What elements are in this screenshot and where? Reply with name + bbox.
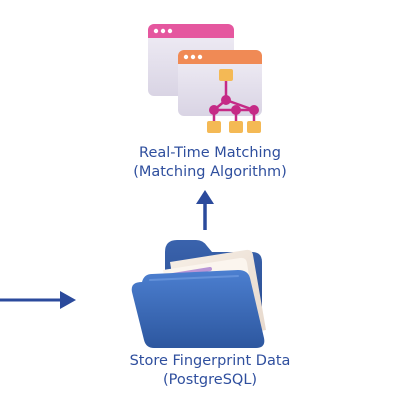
storage-subtitle: (PostgreSQL)	[162, 372, 258, 388]
matching-node-label: Real-Time Matching (Matching Algorithm)	[80, 144, 340, 182]
browser-windows-flowchart-icon	[148, 24, 262, 133]
folder-with-documents-icon	[131, 240, 266, 348]
arrow-right	[0, 291, 76, 309]
matching-title: Real-Time Matching	[139, 145, 281, 161]
storage-title: Store Fingerprint Data	[129, 353, 291, 369]
arrow-up	[196, 190, 214, 230]
storage-node-label: Store Fingerprint Data (PostgreSQL)	[80, 352, 340, 390]
matching-subtitle: (Matching Algorithm)	[133, 164, 287, 180]
